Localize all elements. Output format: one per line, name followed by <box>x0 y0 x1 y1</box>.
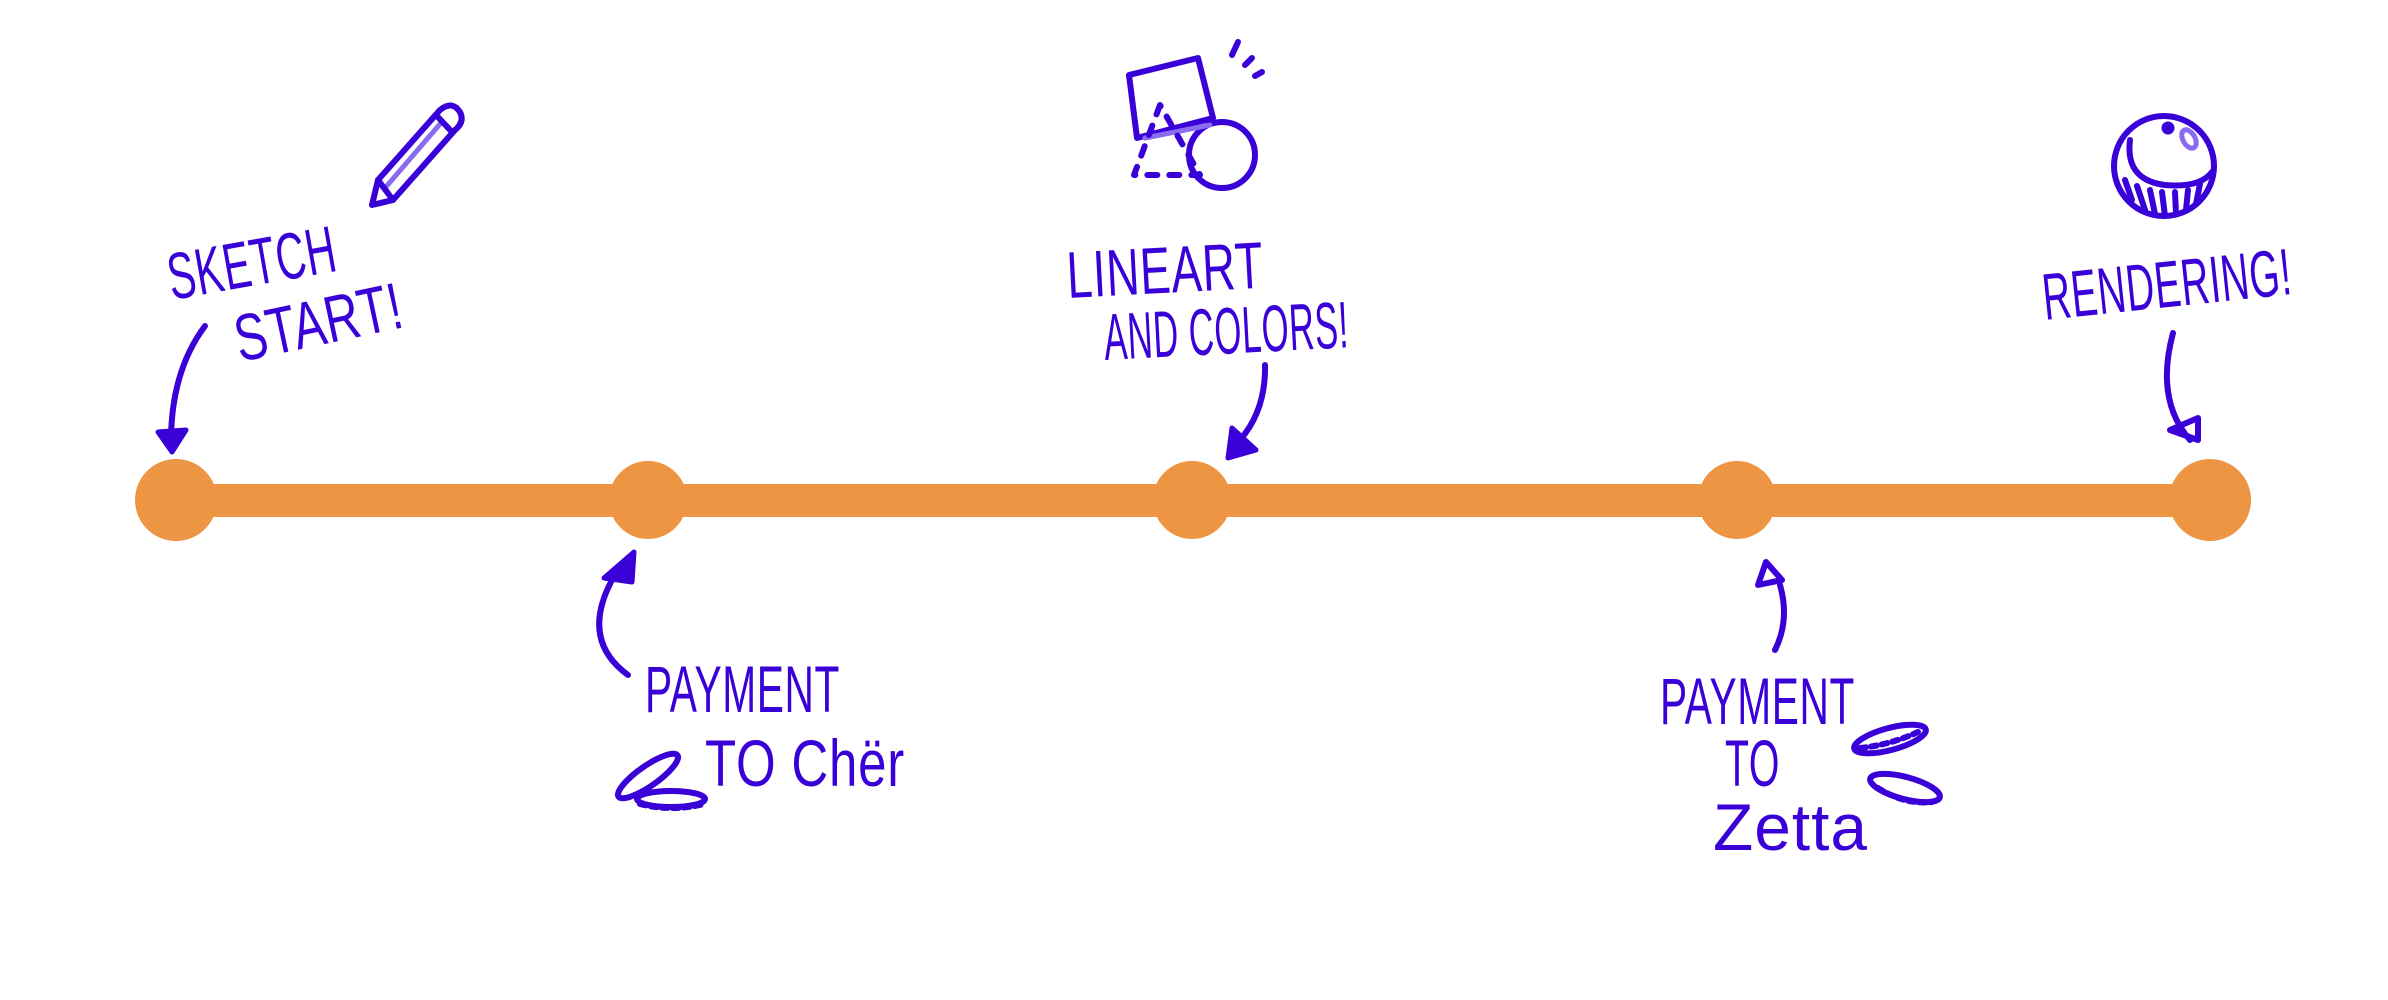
payment-cher-label-line1: PAYMENT <box>645 652 840 726</box>
milestone-payment-zetta: PAYMENT TO Zetta <box>1660 559 1943 864</box>
arrowhead-icon <box>2167 415 2201 443</box>
rendering-label: RENDERING! <box>2039 234 2295 334</box>
arrow-icon <box>1237 362 1269 443</box>
payment-zetta-label-line3: Zetta <box>1713 790 1868 864</box>
coins-icon <box>1851 721 1943 806</box>
payment-cher-label-line2: TO Chër <box>705 726 905 800</box>
timeline-node-sketch <box>135 459 217 541</box>
arrowhead-icon <box>155 427 189 455</box>
arrow-icon <box>2163 330 2193 443</box>
payment-zetta-label-line2: TO <box>1725 726 1780 800</box>
timeline-node-payment-zetta <box>1698 461 1776 539</box>
arrow-icon <box>1772 582 1787 653</box>
milestone-sketch: SKETCH START! <box>155 102 465 455</box>
lineart-label-line1: LINEART <box>1065 228 1266 312</box>
shaded-sphere-icon <box>2111 113 2217 219</box>
timeline-node-payment-cher <box>609 461 687 539</box>
milestone-lineart: LINEART AND COLORS! <box>1065 39 1351 461</box>
arrowhead-icon <box>601 549 637 585</box>
arrow-icon <box>168 323 208 441</box>
coins-icon <box>614 750 708 811</box>
arrowhead-icon <box>1225 425 1259 461</box>
payment-zetta-label-line1: PAYMENT <box>1660 664 1855 738</box>
arrow-icon <box>596 577 631 678</box>
arrowhead-icon <box>1755 559 1785 588</box>
lineart-label-line2: AND COLORS! <box>1102 287 1351 374</box>
timeline-node-lineart <box>1153 461 1231 539</box>
pencil-icon <box>369 102 465 208</box>
shapes-icon <box>1126 39 1265 191</box>
milestone-payment-cher: PAYMENT TO Chër <box>596 549 905 811</box>
milestone-rendering: RENDERING! <box>2039 113 2295 443</box>
timeline-node-rendering <box>2169 459 2251 541</box>
